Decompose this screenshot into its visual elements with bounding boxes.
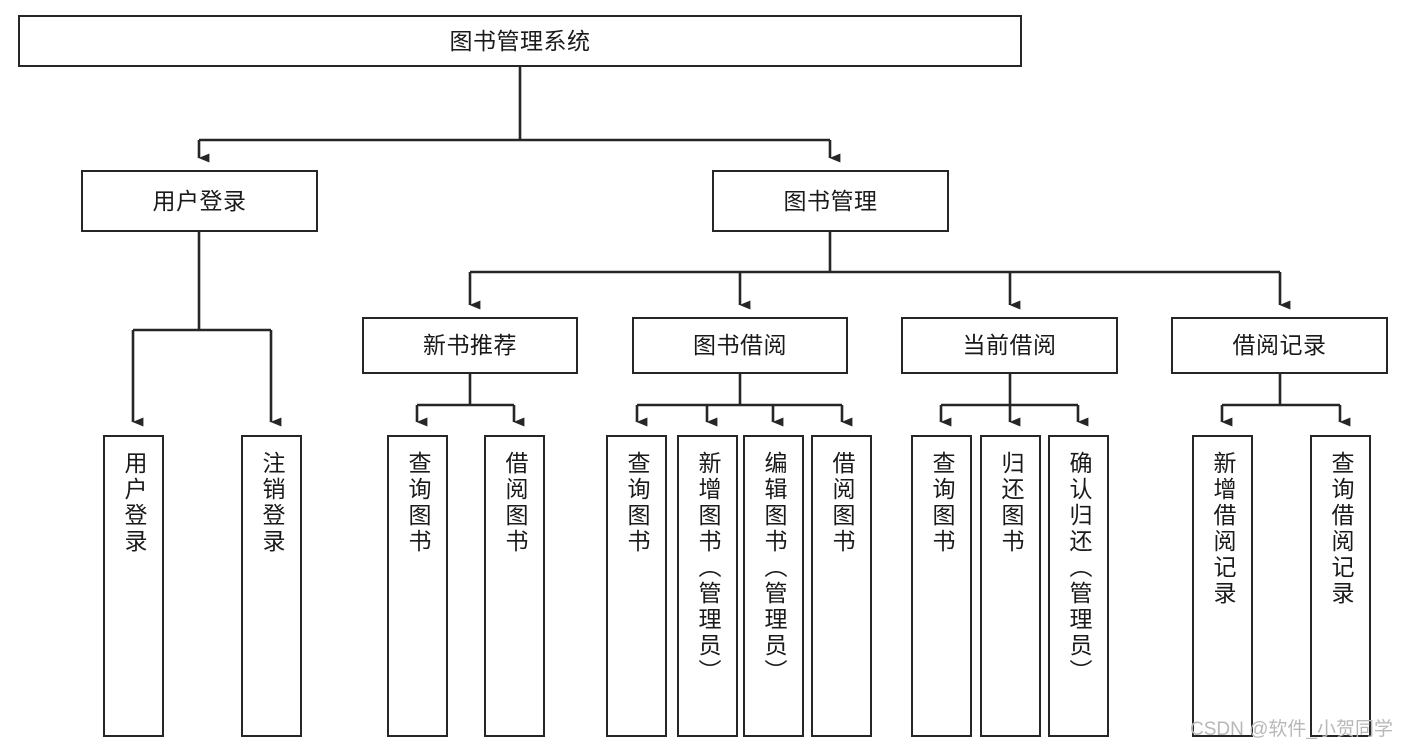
node-borrow-record[interactable]: 借阅记录 xyxy=(1171,317,1388,374)
leaf-borrow-edit-book-admin[interactable]: 编辑图书（管理员） xyxy=(743,435,804,737)
node-label: 确认归还（管理员） xyxy=(1066,451,1092,685)
leaf-borrow-query-book[interactable]: 查询图书 xyxy=(606,435,667,737)
watermark-text: CSDN @软件_小贺同学 xyxy=(1190,719,1393,740)
node-label: 当前借阅 xyxy=(962,332,1057,359)
leaf-record-add-record[interactable]: 新增借阅记录 xyxy=(1192,435,1253,737)
node-label: 编辑图书（管理员） xyxy=(761,451,787,685)
leaf-current-return-book[interactable]: 归还图书 xyxy=(980,435,1041,737)
node-label: 借阅记录 xyxy=(1232,332,1327,359)
node-root-system[interactable]: 图书管理系统 xyxy=(18,15,1022,67)
leaf-user-login[interactable]: 用户登录 xyxy=(103,435,164,737)
node-label: 用户登录 xyxy=(121,451,147,555)
node-label: 图书借阅 xyxy=(693,332,787,359)
leaf-borrow-add-book-admin[interactable]: 新增图书（管理员） xyxy=(677,435,738,737)
node-book-borrow[interactable]: 图书借阅 xyxy=(632,317,848,374)
node-user-login[interactable]: 用户登录 xyxy=(81,170,318,232)
leaf-recommend-borrow-book[interactable]: 借阅图书 xyxy=(484,435,545,737)
node-label: 查询借阅记录 xyxy=(1328,451,1354,607)
node-label: 借阅图书 xyxy=(502,451,528,555)
node-new-book-recommend[interactable]: 新书推荐 xyxy=(362,317,578,374)
leaf-recommend-query-book[interactable]: 查询图书 xyxy=(387,435,448,737)
node-label: 新增图书（管理员） xyxy=(695,451,721,685)
node-label: 图书管理 xyxy=(783,187,878,214)
node-label: 新书推荐 xyxy=(423,332,517,359)
node-book-management[interactable]: 图书管理 xyxy=(712,170,949,232)
leaf-record-query-record[interactable]: 查询借阅记录 xyxy=(1310,435,1371,737)
node-label: 图书管理系统 xyxy=(449,27,591,54)
leaf-current-confirm-return-admin[interactable]: 确认归还（管理员） xyxy=(1048,435,1109,737)
node-label: 归还图书 xyxy=(998,451,1024,555)
node-label: 注销登录 xyxy=(259,451,285,555)
leaf-current-query-book[interactable]: 查询图书 xyxy=(911,435,972,737)
node-label: 查询图书 xyxy=(929,451,955,555)
node-label: 借阅图书 xyxy=(829,451,855,555)
node-label: 查询图书 xyxy=(405,451,431,555)
node-label: 查询图书 xyxy=(624,451,650,555)
leaf-user-logout[interactable]: 注销登录 xyxy=(241,435,302,737)
leaf-borrow-borrow-book[interactable]: 借阅图书 xyxy=(811,435,872,737)
node-current-borrow[interactable]: 当前借阅 xyxy=(901,317,1118,374)
node-label: 新增借阅记录 xyxy=(1210,451,1236,607)
node-label: 用户登录 xyxy=(152,187,247,214)
